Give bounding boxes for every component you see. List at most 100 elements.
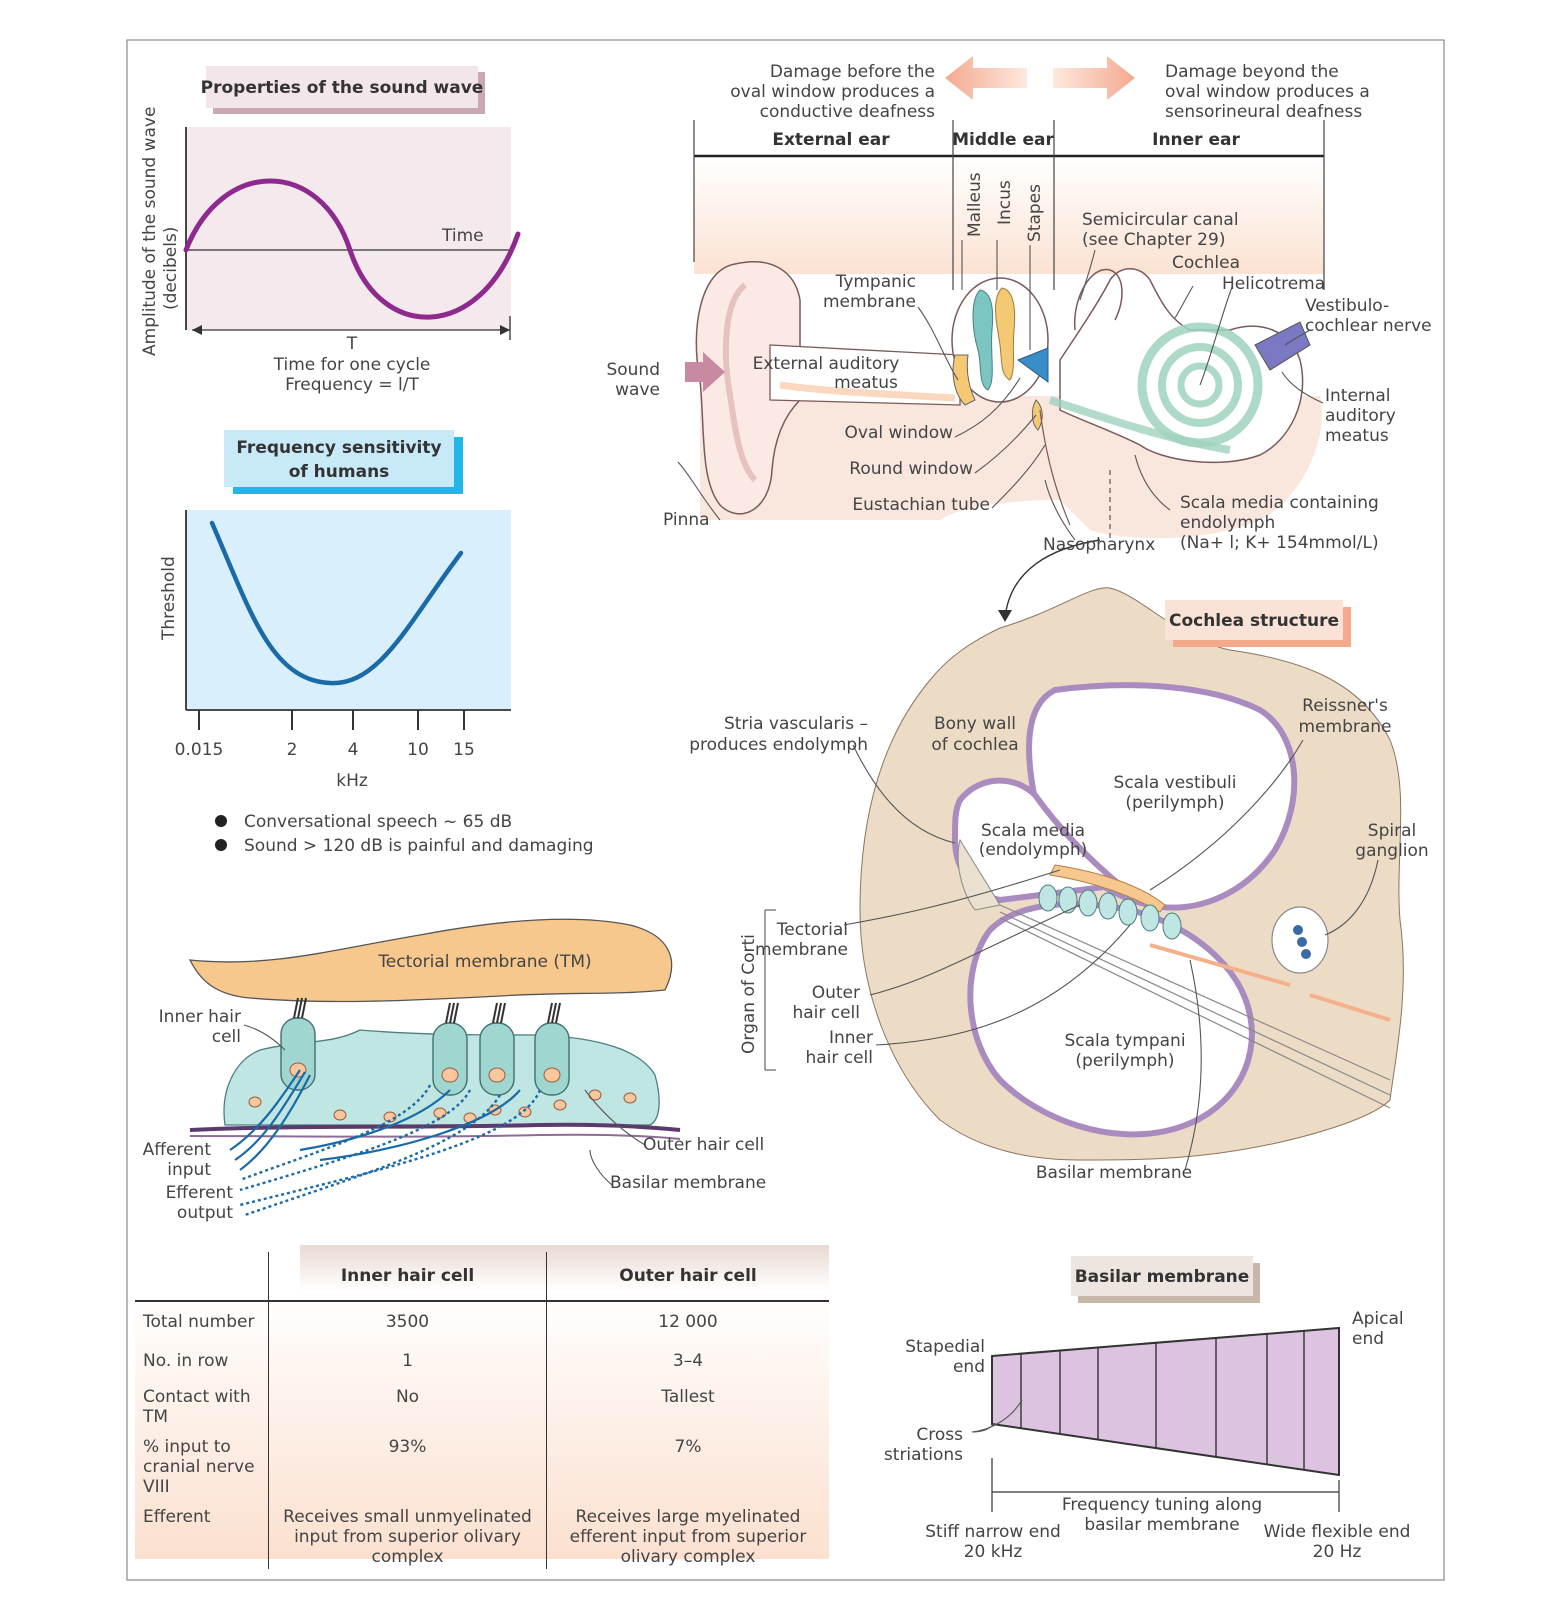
outer-hair-label: Outer hair cell bbox=[643, 1135, 764, 1155]
tuning-label-1: Frequency tuning along bbox=[1062, 1495, 1262, 1515]
table-header-outer: Outer hair cell bbox=[546, 1252, 829, 1302]
vestibuli-label-1: Scala vestibuli bbox=[1114, 773, 1237, 793]
section-external: External ear bbox=[772, 130, 890, 150]
row-label: Contact with TM bbox=[143, 1387, 251, 1427]
outer-label-2: hair cell bbox=[792, 1003, 860, 1023]
afferent-label-1: Afferent bbox=[143, 1140, 212, 1160]
cochlea-structure-panel: Cochlea structure Stria vascularis – pro… bbox=[689, 587, 1429, 1183]
wave-caption-1: Time for one cycle bbox=[273, 355, 431, 375]
support-cell-nucleus bbox=[333, 1109, 347, 1121]
iam-label-3: meatus bbox=[1325, 426, 1389, 446]
support-cell-nucleus bbox=[623, 1092, 637, 1104]
freq-tick-label: 2 bbox=[287, 740, 298, 760]
incus-shape bbox=[995, 287, 1016, 381]
cochlea-label: Cochlea bbox=[1172, 253, 1240, 273]
vestibuli-label-2: (perilymph) bbox=[1125, 793, 1224, 813]
stiff-label-2: 20 kHz bbox=[964, 1542, 1023, 1562]
cross-label-2: striations bbox=[884, 1445, 963, 1465]
hc-basilar-label: Basilar membrane bbox=[610, 1173, 766, 1193]
corti-hair-cell bbox=[1140, 904, 1160, 932]
outer-label-1: Outer bbox=[812, 983, 860, 1003]
bony-label-1: Bony wall bbox=[934, 714, 1016, 734]
title-box bbox=[206, 66, 478, 108]
basilar-membrane-panel: Basilar membrane Stapedial end Apical en… bbox=[884, 1256, 1410, 1562]
stria-label-2: produces endolymph bbox=[689, 735, 868, 755]
tympanic-label-2: membrane bbox=[823, 292, 916, 312]
wave-ylabel-1: Amplitude of the sound wave bbox=[140, 107, 160, 356]
support-cell-nucleus bbox=[553, 1099, 567, 1111]
cochlea-title-box bbox=[1165, 600, 1343, 640]
freq-tick-label: 4 bbox=[348, 740, 359, 760]
spiral-label-1: Spiral bbox=[1368, 821, 1416, 841]
tympani-label-1: Scala tympani bbox=[1064, 1031, 1185, 1051]
cell-nucleus bbox=[289, 1062, 307, 1078]
damage-left-3: conductive deafness bbox=[760, 102, 935, 122]
basilar-title-box bbox=[1071, 1256, 1253, 1296]
row-label: No. in row bbox=[143, 1351, 229, 1371]
stapedial-label-2: end bbox=[953, 1357, 985, 1377]
semicircular-label-1: Semicircular canal bbox=[1082, 210, 1239, 230]
cell-nucleus bbox=[488, 1067, 506, 1083]
damage-left-1: Damage before the bbox=[770, 62, 935, 82]
cell-nucleus bbox=[543, 1067, 561, 1083]
tectorial-label-1: Tectorial bbox=[776, 920, 848, 940]
outer-cell-value: Receives large myelinated efferent input… bbox=[546, 1497, 829, 1569]
cross-label-1: Cross bbox=[916, 1425, 963, 1445]
pinna-label: Pinna bbox=[663, 510, 710, 530]
efferent-label-1: Efferent bbox=[166, 1183, 234, 1203]
damage-right-3: sensorineural deafness bbox=[1165, 102, 1362, 122]
comparison-table: Inner hair cell Outer hair cell Total nu… bbox=[135, 1252, 829, 1569]
organ-of-corti-cells bbox=[1038, 884, 1182, 940]
stapedial-label-1: Stapedial bbox=[905, 1337, 985, 1357]
malleus-label: Malleus bbox=[965, 172, 985, 237]
inner-label-1: Inner bbox=[829, 1028, 873, 1048]
bullet-dot-1 bbox=[215, 815, 227, 827]
sound-label-2: wave bbox=[615, 380, 660, 400]
basilar-title: Basilar membrane bbox=[1075, 1267, 1250, 1287]
tectorial-membrane-shape bbox=[1049, 864, 1166, 913]
bullet-1: Conversational speech ~ 65 dB bbox=[244, 812, 512, 832]
outer-hair-cell bbox=[432, 1022, 468, 1096]
stapes-label: Stapes bbox=[1025, 184, 1045, 242]
wave-ylabel-2: (decibels) bbox=[161, 227, 181, 310]
apical-label-2: end bbox=[1352, 1329, 1384, 1349]
apical-label-1: Apical bbox=[1352, 1309, 1404, 1329]
corti-hair-cell bbox=[1078, 889, 1098, 917]
inner-hair-label-1: Inner hair bbox=[159, 1007, 241, 1027]
hair-cells bbox=[248, 997, 637, 1124]
sound-label-1: Sound bbox=[606, 360, 660, 380]
tm-label: Tectorial membrane (TM) bbox=[377, 952, 591, 972]
eustachian-label: Eustachian tube bbox=[852, 495, 990, 515]
spiral-lamina bbox=[1149, 943, 1291, 987]
cross-striations bbox=[1020, 1330, 1305, 1470]
tuning-label-2: basilar membrane bbox=[1084, 1515, 1239, 1535]
sound-wave-panel: Properties of the sound wave Time T Time… bbox=[140, 66, 521, 395]
corti-hair-cell bbox=[1162, 912, 1182, 940]
table-header-blank bbox=[135, 1252, 269, 1302]
corti-hair-cell bbox=[1038, 884, 1058, 912]
efferent-fibres bbox=[239, 1084, 542, 1217]
scala-media-label-1: Scala media containing bbox=[1180, 493, 1379, 513]
bullet-2: Sound > 120 dB is painful and damaging bbox=[244, 836, 594, 856]
stereocilia bbox=[500, 1002, 506, 1024]
semicircular-label-2: (see Chapter 29) bbox=[1082, 230, 1225, 250]
sound-wave-arrow bbox=[685, 352, 725, 392]
corti-hair-cell bbox=[1098, 892, 1118, 920]
bony-label-2: of cochlea bbox=[931, 735, 1018, 755]
figure-frame bbox=[126, 39, 1445, 1581]
stereocilia bbox=[293, 997, 299, 1019]
vestibulo-label-1: Vestibulo- bbox=[1305, 296, 1389, 316]
stereocilia bbox=[547, 1002, 553, 1024]
inner-cell-value: Receives small unmyelinated input from s… bbox=[268, 1497, 547, 1569]
section-middle: Middle ear bbox=[952, 130, 1054, 150]
inner-cell-value: 1 bbox=[268, 1341, 547, 1377]
round-window-shape bbox=[1031, 399, 1043, 431]
section-band bbox=[694, 156, 1324, 274]
iam-label-1: Internal bbox=[1325, 386, 1391, 406]
row-label: % input to cranial nerve VIII bbox=[143, 1437, 255, 1497]
stereocilia bbox=[555, 1002, 561, 1024]
